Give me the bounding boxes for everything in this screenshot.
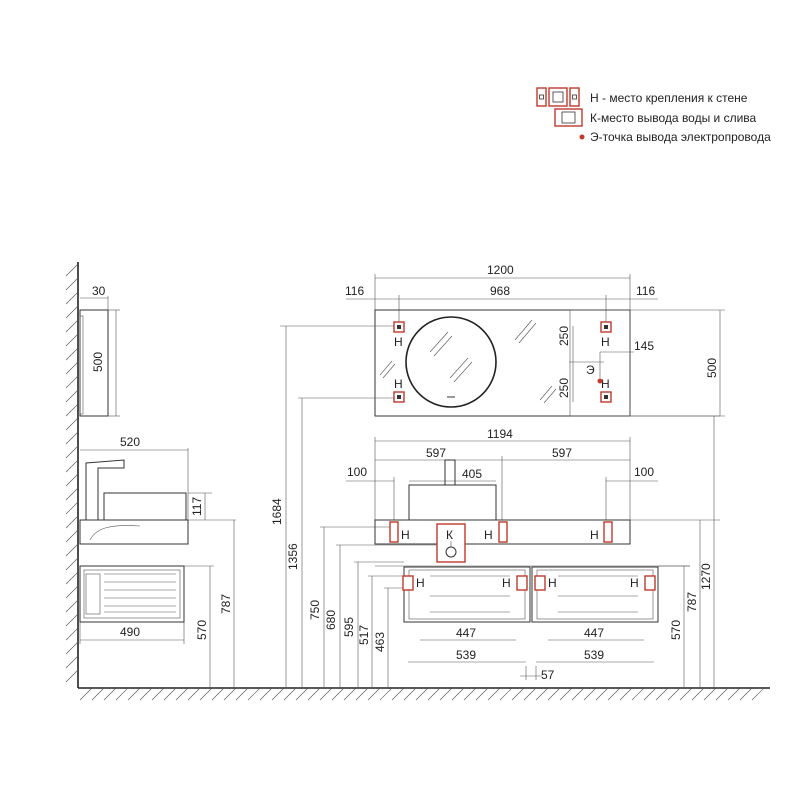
mirror-mount-br-label: Н (601, 377, 610, 391)
side-wall (65, 262, 79, 688)
mirror-mount-vertical-bottom-label: 250 (557, 378, 571, 398)
drawer-left-mount-l-label: Н (416, 576, 425, 590)
side-sink-height-label: 117 (190, 497, 204, 516)
mirror-edge-left-label: 116 (345, 284, 364, 298)
height-750-label: 750 (308, 600, 322, 620)
side-top-height-label: 787 (219, 594, 233, 614)
side-cabinet-width-label: 490 (120, 625, 140, 639)
height-463-label: 463 (373, 632, 387, 652)
front-mirror: 1200 116 968 116 Н Н Н Н (345, 263, 725, 417)
drawer-left-mount-l (402, 575, 414, 591)
legend-h-text: Н - место крепления к стене (590, 91, 748, 105)
counter-mount-right (603, 521, 613, 543)
counter-half-right-label: 597 (552, 446, 572, 460)
mirror-mount-span-label: 968 (490, 284, 510, 298)
counter-mount-mid (498, 521, 508, 543)
drawer-left-mount-r-label: Н (502, 576, 511, 590)
drawer-gap-label: 57 (541, 668, 555, 682)
counter-mount-mid-label: Н (484, 528, 493, 542)
side-cabinet-height-label: 570 (195, 620, 209, 640)
side-mirror-depth-label: 30 (92, 284, 106, 298)
drawer-inner-left-label: 447 (456, 626, 476, 640)
electric-offset-label: 145 (634, 339, 654, 353)
height-595-label: 595 (342, 617, 356, 637)
drawer-left-mount-r (516, 575, 528, 591)
counter-mount-left-label: Н (401, 528, 410, 542)
counter-mount-left (389, 521, 399, 543)
round-mirror (405, 316, 497, 408)
drawer-outer-left-label: 539 (456, 648, 476, 662)
front-height-dims: 1684 1356 750 680 595 517 463 1270 (270, 325, 720, 688)
mirror-mount-vertical-top-label: 250 (557, 326, 571, 346)
counter-edge-left-label: 100 (347, 465, 367, 479)
legend-e-text: Э-точка вывода электропровода (590, 130, 771, 144)
drawer-left (403, 566, 531, 623)
legend-k-icon (554, 108, 583, 127)
counter-half-left-label: 597 (426, 446, 446, 460)
drawer-right (531, 566, 659, 623)
height-1270-label: 1270 (699, 563, 713, 590)
side-counter: 520 117 (79, 435, 236, 545)
drawer-right-mount-l-label: Н (548, 576, 557, 590)
drawer-right-mount-r (644, 575, 656, 591)
mirror-mount-tr-label: Н (601, 335, 610, 349)
mirror-width-label: 1200 (487, 263, 514, 277)
front-counter: 1194 597 597 405 100 100 Н Н Н К (346, 427, 720, 563)
front-top-height-label: 787 (685, 592, 699, 612)
drawer-right-mount-l (534, 575, 546, 591)
front-drawers: Н Н Н Н 447 447 539 539 57 570 787 (375, 520, 701, 688)
electric-point (597, 378, 603, 384)
side-cabinet: 490 570 787 (79, 520, 235, 688)
drawer-right-mount-r-label: Н (630, 576, 639, 590)
electric-point-label: Э (586, 363, 595, 377)
drawer-outer-right-label: 539 (584, 648, 604, 662)
side-mirror: 30 500 (79, 284, 120, 417)
drawer-inner-right-label: 447 (584, 626, 604, 640)
legend-k-text: К-место вывода воды и слива (590, 111, 757, 125)
side-counter-depth-label: 520 (120, 435, 140, 449)
legend-e-dot (579, 134, 585, 140)
mirror-mount-bl-label: Н (394, 377, 403, 391)
height-517-label: 517 (357, 625, 371, 645)
floor (78, 687, 770, 701)
height-1356-label: 1356 (286, 543, 300, 570)
legend: Н - место крепления к стене К-место выво… (536, 87, 771, 144)
counter-edge-right-label: 100 (634, 465, 654, 479)
side-faucet (85, 459, 125, 521)
water-outlet-label: К (446, 528, 453, 542)
side-basin (103, 492, 187, 521)
mirror-height-right-label: 500 (705, 358, 719, 378)
legend-h-icon (536, 87, 580, 107)
counter-width-label: 1194 (487, 427, 513, 441)
height-680-label: 680 (324, 610, 338, 630)
basin-width-label: 405 (462, 467, 482, 481)
front-cabinet-height-label: 570 (669, 620, 683, 640)
counter-mount-right-label: Н (590, 528, 599, 542)
side-mirror-height-label: 500 (91, 352, 105, 372)
height-1684-label: 1684 (270, 498, 284, 525)
front-basin (408, 484, 497, 521)
mirror-mount-tl-label: Н (394, 335, 403, 349)
counter-slab (374, 519, 631, 545)
mirror-edge-right-label: 116 (636, 284, 655, 298)
